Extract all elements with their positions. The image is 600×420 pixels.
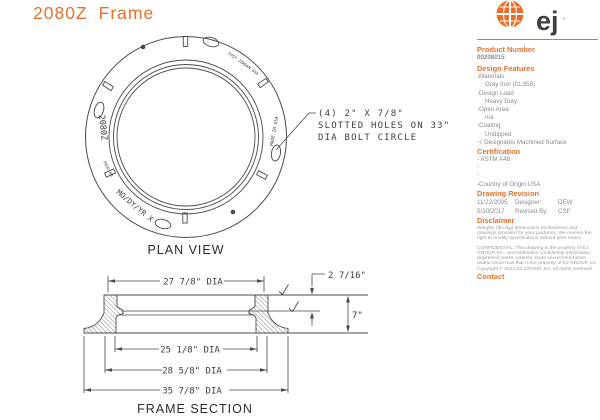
- dim-base-dia: 35 7/8" DIA: [83, 336, 289, 397]
- feature-item: -Materials: [477, 73, 505, 81]
- certification-heading: Certification: [477, 147, 521, 157]
- section-right-wall: [248, 294, 289, 334]
- globe-icon: [496, 0, 524, 28]
- dim-opening-dia: 25 1/8" DIA: [114, 336, 258, 356]
- dim-top-dia: 27 7/8" DIA: [107, 276, 265, 292]
- title-product-name: Frame: [98, 3, 155, 23]
- technical-drawing: 2080Z PROD NO. MO/DY/YR X MADE IN USA EA…: [83, 36, 450, 416]
- revision-name: CSF: [558, 207, 571, 215]
- callout-line3: DIA BOLT CIRCLE: [318, 133, 417, 143]
- revision-role: Revised By:: [515, 207, 549, 215]
- lug: [103, 168, 117, 178]
- lug: [182, 36, 189, 47]
- lug: [101, 80, 115, 92]
- lug: [257, 77, 269, 89]
- dim-opening-dia-text: 25 1/8" DIA: [160, 346, 220, 356]
- cast-dot-mark: [230, 209, 236, 215]
- section-view-drawing: 27 7/8" DIA 2 7/16" 7" 25 1/8" DIA: [83, 271, 368, 416]
- dim-top-dia-text: 27 7/8" DIA: [163, 278, 223, 288]
- callout-line1: (4) 2" X 7/8": [318, 109, 404, 119]
- frame-seat-circle: [113, 64, 259, 210]
- product-number-value: 00208015: [477, 54, 505, 61]
- callout-line2: SLOTTED HOLES ON 33": [318, 121, 450, 131]
- ring-text-made-in-usa: MADE IN USA: [269, 116, 280, 147]
- lug: [255, 170, 269, 180]
- ring-text-date-code: MO/DY/YR X: [115, 188, 156, 224]
- certification-item: - ASTM A48: [477, 156, 511, 164]
- dim-height-text: 7": [352, 311, 363, 321]
- logo-brand-text: ej: [536, 6, 559, 36]
- feature-value: Gray Iron (CL35B): [485, 81, 536, 89]
- page-title: 2080Z Frame: [33, 3, 154, 24]
- contact-heading: Contact: [477, 272, 505, 282]
- logo-trademark-dot: [563, 17, 565, 20]
- product-number-heading: Product Number: [477, 45, 535, 54]
- slot-hole-right: [270, 144, 282, 162]
- feature-value: Undipped: [485, 130, 512, 138]
- disclaimer-text-1: Weights (lbs./kg) dimensions (inches/mm)…: [477, 225, 592, 242]
- feature-value: n/a: [485, 114, 494, 122]
- lug: [182, 212, 188, 224]
- design-features-heading: Design Features: [477, 64, 535, 74]
- plan-view-label: PLAN VIEW: [147, 243, 224, 257]
- slot-hole-top: [202, 36, 220, 48]
- slot-hole-left: [93, 101, 105, 119]
- revision-role: Designer:: [515, 198, 542, 206]
- feature-item: -√ Designates Machined Surface: [477, 138, 567, 146]
- frame-outer-edge-circle: [85, 36, 287, 238]
- certification-item: -Country of Origin:USA: [477, 181, 541, 189]
- frame-rim-circle: [108, 59, 264, 215]
- slot-hole-bottom: [154, 218, 172, 230]
- machined-surface-check-seat: [288, 301, 299, 313]
- revision-name: DEW: [558, 198, 573, 206]
- certification-item: -: [477, 170, 480, 178]
- dim-seat-depth-text: 2 7/16": [328, 271, 366, 281]
- ring-text-model: 2080Z: [96, 114, 109, 140]
- anchor-lugs: [101, 36, 269, 224]
- accent-divider: [477, 39, 598, 40]
- cast-dot-mark: [140, 44, 146, 50]
- revision-row: 5/30/2017 Revised By: CSF: [477, 207, 598, 216]
- dim-seat-depth: 2 7/16": [310, 271, 366, 326]
- dim-base-dia-text: 35 7/8" DIA: [162, 387, 222, 397]
- revision-row: 11/22/2005 Designer: DEW: [477, 198, 598, 207]
- plan-view-drawing: 2080Z PROD NO. MO/DY/YR X MADE IN USA EA…: [85, 36, 450, 257]
- feature-item: -Design Load: [477, 89, 514, 97]
- title-model: 2080Z: [33, 3, 88, 23]
- dim-mid-dia: 28 5/8" DIA: [104, 336, 268, 377]
- disclaimer-heading: Disclaimer: [477, 215, 515, 225]
- ej-logo: ej: [496, 0, 565, 36]
- machined-surface-check-top: [278, 284, 289, 296]
- frame-opening-circle: [116, 67, 256, 207]
- certification-item: -: [477, 163, 480, 171]
- frame-section-label: FRAME SECTION: [137, 402, 253, 416]
- dim-height: 7": [346, 295, 363, 333]
- callout-leader-line: [275, 112, 316, 151]
- info-panel: Product Number 00208015 Design Features …: [477, 36, 598, 281]
- dim-mid-dia-text: 28 5/8" DIA: [162, 367, 222, 377]
- revision-date: 5/30/2017: [477, 207, 505, 215]
- slotted-holes: [93, 36, 282, 230]
- slot-callout: (4) 2" X 7/8" SLOTTED HOLES ON 33" DIA B…: [318, 109, 450, 143]
- disclaimer-text-2: CONFIDENTIAL: This drawing is the proper…: [477, 245, 598, 272]
- drawing-revision-heading: Drawing Revision: [477, 188, 540, 198]
- feature-item: -Coating: [477, 122, 501, 130]
- feature-item: -Open Area: [477, 106, 509, 114]
- feature-value: Heavy Duty: [485, 97, 517, 105]
- section-left-wall: [83, 294, 124, 334]
- revision-date: 11/22/2005: [477, 198, 508, 206]
